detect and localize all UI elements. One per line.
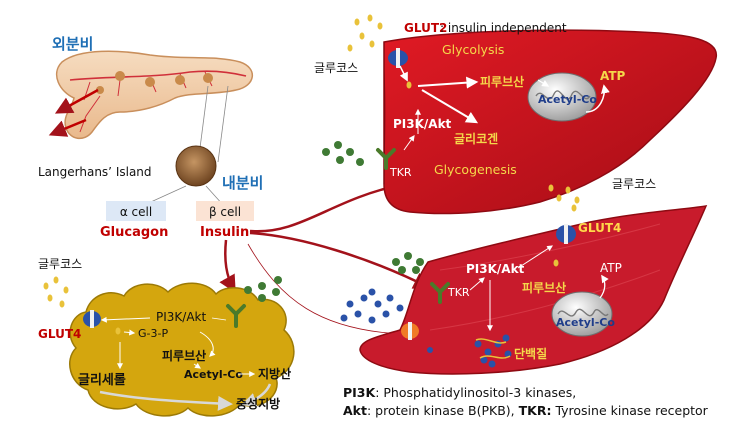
exocrine-label: 외분비 — [52, 35, 93, 53]
fat-glucose-dots — [44, 277, 69, 308]
liver-pi3k-label: PI3K/Akt — [393, 117, 452, 131]
insulin-to-liver-arrow — [250, 185, 400, 231]
protein-label: 단백질 — [514, 346, 547, 361]
legend-desc-pi3k: : Phosphatidylinositol-3 kinases, — [375, 385, 576, 400]
abbreviation-legend: PI3K: Phosphatidylinositol-3 kinases, Ak… — [343, 384, 741, 420]
triglyceride-label: 중성지방 — [236, 396, 280, 411]
muscle-acetyl-label: Acetyl-Co — [556, 316, 615, 329]
fat-pyruvate-label: 피루브산 — [162, 348, 206, 363]
fatty-acid-label: 지방산 — [258, 366, 291, 381]
fat-pi3k-label: PI3K/Akt — [156, 310, 206, 324]
beta-cell-label: β cell — [209, 205, 241, 219]
muscle-mitochondrion-icon — [552, 292, 612, 336]
fat-acetyl-label: Acetyl-Co — [184, 368, 243, 381]
legend-line-2: Akt: protein kinase B(PKB), TKR: Tyrosin… — [343, 402, 741, 420]
muscle-glucose-label: 글루코스 — [612, 177, 656, 191]
fat-glut4-label: GLUT4 — [38, 327, 81, 341]
g3p-label: G-3-P — [138, 327, 168, 340]
legend-line-1: PI3K: Phosphatidylinositol-3 kinases, — [343, 384, 741, 402]
fat-glucose-label: 글루코스 — [38, 257, 82, 271]
liver-glucose-label: 글루코스 — [314, 61, 358, 75]
muscle-pyruvate-label: 피루브산 — [522, 280, 566, 295]
liver-tkr-label: TKR — [389, 166, 412, 179]
liver-pyruvate-label: 피루브산 — [480, 74, 524, 89]
glycogen-label: 글리코겐 — [454, 131, 498, 146]
insulin-label: Insulin — [200, 225, 249, 240]
liver-glucose-dots — [348, 15, 383, 52]
liver-atp-label: ATP — [600, 69, 626, 83]
alpha-cell-label: α cell — [120, 205, 152, 219]
legend-term-akt: Akt — [343, 403, 367, 418]
islet-of-langerhans — [176, 146, 216, 186]
legend-term-pi3k: PI3K — [343, 385, 375, 400]
liver-acetyl-label: Acetyl-Co — [538, 93, 597, 106]
glycogenesis-label: Glycogenesis — [434, 162, 517, 177]
legend-term-tkr: TKR: — [519, 403, 552, 418]
islet-label: Langerhans’ Island — [38, 165, 152, 179]
muscle-pi3k-label: PI3K/Akt — [466, 262, 525, 276]
endocrine-label: 내분비 — [222, 174, 263, 192]
muscle-tkr-label: TKR — [447, 286, 470, 299]
muscle-atp-label: ATP — [600, 261, 622, 275]
muscle-glut4-label: GLUT4 — [578, 221, 621, 235]
glycolysis-label: Glycolysis — [442, 42, 504, 57]
liver-insulin-dots — [322, 141, 364, 166]
legend-desc-tkr: Tyrosine kinase receptor — [551, 403, 707, 418]
legend-desc-akt: : protein kinase B(PKB), — [367, 403, 519, 418]
muscle-insulin-dots — [392, 252, 424, 274]
glucagon-label: Glucagon — [100, 225, 168, 240]
insulin-to-fat-arrow — [225, 240, 234, 290]
glycerol-label: 글리세롤 — [78, 372, 126, 388]
glut2-desc: : insulin independent — [440, 21, 567, 35]
